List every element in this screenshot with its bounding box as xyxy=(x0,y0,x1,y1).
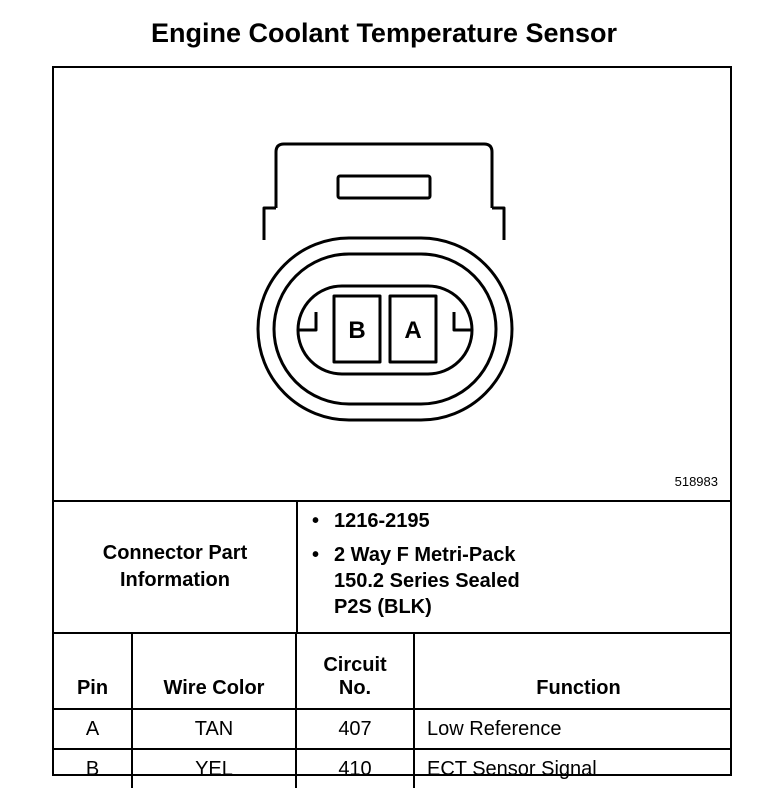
connector-shoulders xyxy=(262,206,506,240)
pin-label-b: B xyxy=(348,317,365,344)
connector-part-item: 1216-2195 xyxy=(312,508,730,534)
figure-number: 518983 xyxy=(674,474,718,489)
page-title: Engine Coolant Temperature Sensor xyxy=(150,18,618,48)
pin-terminal-a xyxy=(388,294,438,364)
connector-latch xyxy=(274,142,494,208)
cavity-key-right xyxy=(452,312,472,332)
terminal-cavity xyxy=(296,284,474,376)
header-function: Function xyxy=(413,632,730,710)
cavity-key-left xyxy=(298,312,318,332)
connector-body-inner xyxy=(272,252,498,406)
connector-part-info: 1216-2195 2 Way F Metri-Pack 150.2 Serie… xyxy=(298,502,730,632)
header-circuit-line1: Circuit xyxy=(323,654,387,676)
pin-table-header: Pin Wire Color Circuit No. Function xyxy=(54,632,730,710)
connector-info-frame: B A 518983 Connector Part Information 12… xyxy=(52,66,732,788)
pin-label-a: A xyxy=(404,317,421,344)
connector-part-list: 1216-2195 2 Way F Metri-Pack 150.2 Serie… xyxy=(298,508,730,620)
header-circuit: Circuit No. xyxy=(295,632,415,710)
connector-part-label: Connector Part Information xyxy=(54,502,298,632)
part-description-line: P2S (BLK) xyxy=(334,596,432,618)
connector-body-outer xyxy=(256,236,514,422)
header-wire-color: Wire Color xyxy=(131,632,297,710)
latch-slot xyxy=(336,174,432,200)
connector-part-item: 2 Way F Metri-Pack 150.2 Series Sealed P… xyxy=(312,542,730,620)
connector-part-label-line1: Connector Part xyxy=(102,542,248,564)
cell-pin: A xyxy=(54,708,133,750)
cell-circuit: 410 xyxy=(295,748,415,788)
pin-table: Pin Wire Color Circuit No. Function A TA… xyxy=(54,632,730,788)
table-row: B YEL 410 ECT Sensor Signal xyxy=(54,748,730,788)
connector-diagram: B A 518983 xyxy=(54,68,730,502)
header-pin: Pin xyxy=(54,632,133,710)
connector-drawing: B A xyxy=(256,142,514,422)
connector-part-label-line2: Information xyxy=(120,569,230,591)
cell-wire-color: TAN xyxy=(131,708,297,750)
part-number: 1216-2195 xyxy=(334,510,430,532)
part-description-line: 2 Way F Metri-Pack xyxy=(334,544,516,566)
cell-function: Low Reference xyxy=(413,708,730,750)
table-row: A TAN 407 Low Reference xyxy=(54,708,730,750)
cell-circuit: 407 xyxy=(295,708,415,750)
cell-wire-color: YEL xyxy=(131,748,297,788)
cell-function: ECT Sensor Signal xyxy=(413,748,730,788)
cell-pin: B xyxy=(54,748,133,788)
header-circuit-line2: No. xyxy=(338,677,372,699)
part-description-line: 150.2 Series Sealed xyxy=(334,570,520,592)
pin-terminal-b xyxy=(332,294,382,364)
